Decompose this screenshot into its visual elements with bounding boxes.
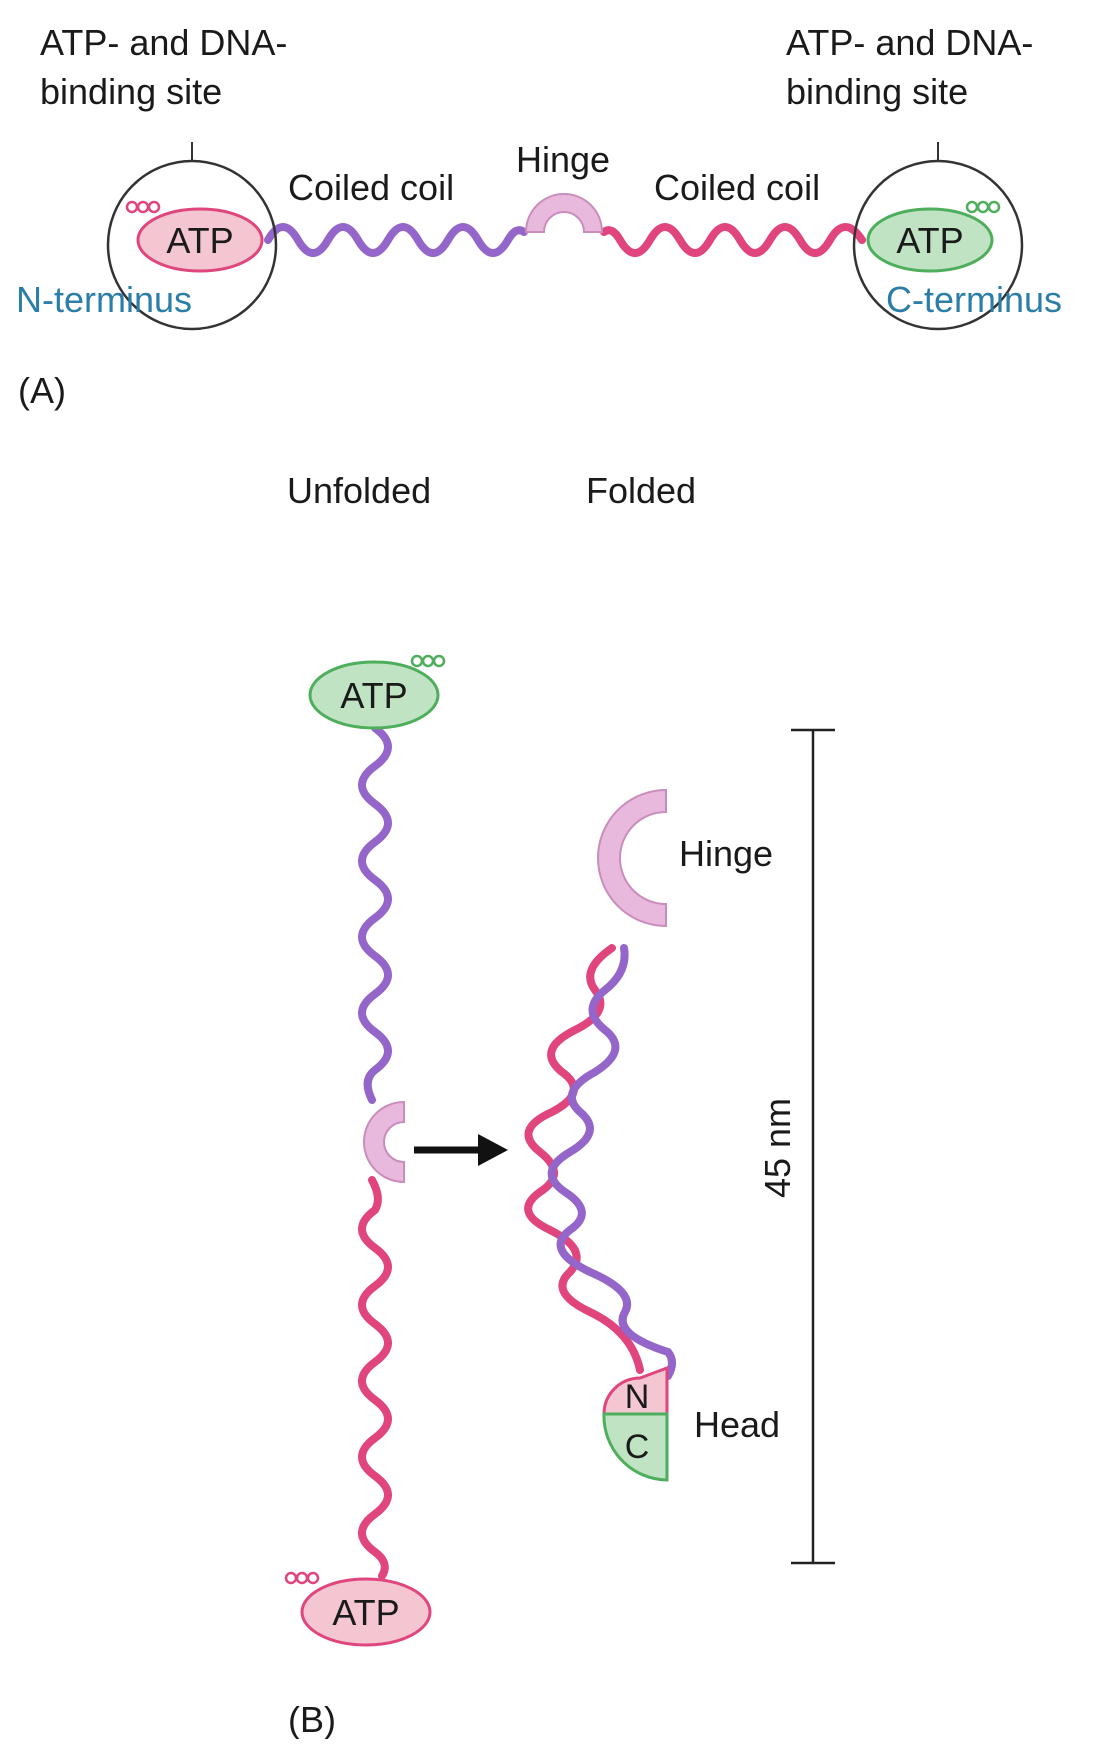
- right-site-label-line1: ATP- and DNA-: [786, 22, 1033, 63]
- folded-hinge-arc: [597, 788, 667, 928]
- top-phosphate-icon: [410, 654, 446, 668]
- right-atp-ellipse: [866, 207, 994, 273]
- scale-bar: [791, 728, 835, 1565]
- scale-label: 45 nm: [757, 1098, 798, 1198]
- panel-b: Unfolded Folded ATP ATP Hinge: [284, 470, 835, 1740]
- c-terminus-label: C-terminus: [886, 279, 1062, 320]
- bottom-atp-label: ATP: [332, 1592, 399, 1633]
- panel-b-label: (B): [288, 1699, 336, 1739]
- head-n-label: N: [625, 1378, 650, 1416]
- folded-purple-strand: [547, 944, 676, 1380]
- left-site-label-line2: binding site: [40, 71, 222, 112]
- panel-a-label: (A): [18, 370, 66, 411]
- unfolded-label: Unfolded: [287, 470, 431, 511]
- top-atp-label: ATP: [340, 675, 407, 716]
- coiled-coil-right-label: Coiled coil: [654, 167, 820, 208]
- left-atp-ellipse: [136, 207, 264, 273]
- n-terminus-label: N-terminus: [16, 279, 192, 320]
- right-atp-label: ATP: [896, 220, 963, 261]
- folded-label: Folded: [586, 470, 696, 511]
- folded-hinge-label: Hinge: [679, 833, 773, 874]
- panel-a: ATP- and DNA- binding site ATP- and DNA-…: [16, 22, 1062, 411]
- purple-coil-vertical: [358, 724, 392, 1104]
- right-site-label-line2: binding site: [786, 71, 968, 112]
- head-label: Head: [694, 1404, 780, 1445]
- head-c-half: [602, 1412, 669, 1482]
- head-c-label: C: [625, 1428, 650, 1466]
- right-binding-domain-circle: [852, 159, 1024, 331]
- left-site-label-line1: ATP- and DNA-: [40, 22, 287, 63]
- purple-coil-horizontal: [264, 223, 528, 257]
- bottom-atp-ellipse: [300, 1577, 432, 1647]
- hinge-arc-vertical: [363, 1100, 405, 1184]
- hinge-label: Hinge: [516, 139, 610, 180]
- pink-coil-vertical: [358, 1176, 392, 1580]
- top-atp-ellipse: [308, 660, 440, 730]
- left-atp-label: ATP: [166, 220, 233, 261]
- head-domain: N C: [602, 1365, 669, 1482]
- folded-pink-strand: [524, 944, 644, 1374]
- pink-coil-horizontal: [600, 223, 866, 257]
- bottom-phosphate-icon: [284, 1571, 320, 1585]
- coiled-coil-left-label: Coiled coil: [288, 167, 454, 208]
- left-phosphate-icon: [125, 200, 161, 214]
- right-phosphate-icon: [965, 200, 1001, 214]
- fold-arrow-icon: [414, 1134, 508, 1166]
- left-binding-domain-circle: [106, 159, 278, 331]
- hinge-arc-horizontal: [524, 193, 604, 233]
